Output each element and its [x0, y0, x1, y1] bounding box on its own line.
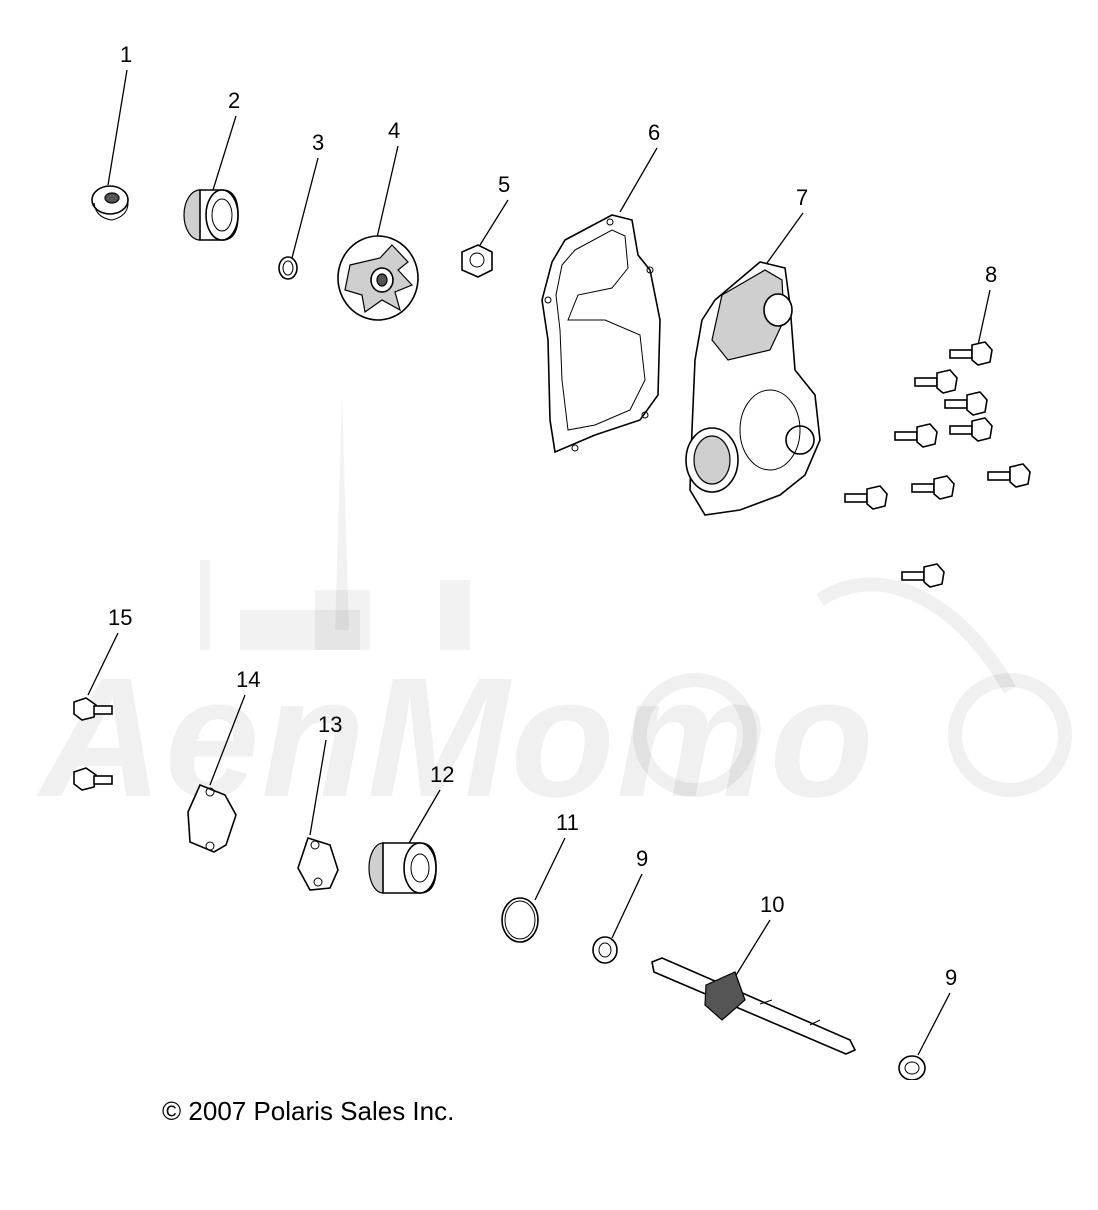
- callout-10: 10: [760, 892, 784, 917]
- callout-4: 4: [388, 118, 400, 143]
- callout-15: 15: [108, 605, 132, 630]
- part-10-shaft: 10: [651, 892, 857, 1055]
- part-6-gasket: 6: [541, 120, 661, 454]
- callout-11: 11: [556, 810, 579, 835]
- part-9-washer-b: 9: [898, 965, 957, 1080]
- part-9-washer-a: 9: [592, 846, 648, 964]
- callout-2: 2: [228, 88, 240, 113]
- callout-12: 12: [430, 762, 454, 787]
- copyright-notice: © 2007 Polaris Sales Inc.: [162, 1096, 454, 1127]
- watermark-motorcycle: [633, 577, 1072, 797]
- part-1-seal: 1: [91, 42, 132, 221]
- callout-13: 13: [318, 712, 342, 737]
- part-3-o-ring: 3: [278, 130, 324, 280]
- part-11-o-ring: 11: [501, 810, 579, 943]
- part-12-cup: 12: [368, 762, 454, 894]
- callout-9a: 9: [636, 846, 648, 871]
- part-8-bolts: 8: [844, 262, 1031, 588]
- part-13-plate: 13: [297, 712, 342, 891]
- callout-7: 7: [796, 185, 808, 210]
- callout-5: 5: [498, 172, 510, 197]
- callout-14: 14: [236, 667, 260, 692]
- part-15-bolts: 15: [73, 605, 132, 791]
- part-5-nut: 5: [461, 172, 510, 278]
- callout-6: 6: [648, 120, 660, 145]
- watermark-skyline: [200, 395, 470, 650]
- part-2-bearing: 2: [183, 88, 240, 241]
- part-4-impeller: 4: [337, 118, 419, 321]
- exploded-view: 1 2 3 4: [73, 42, 1072, 1080]
- callout-1: 1: [120, 42, 132, 67]
- callout-3: 3: [312, 130, 324, 155]
- callout-8: 8: [985, 262, 997, 287]
- part-7-pump-cover: 7: [685, 185, 821, 516]
- copyright-symbol: ©: [162, 1096, 182, 1126]
- copyright-text: 2007 Polaris Sales Inc.: [188, 1096, 455, 1126]
- callout-9b: 9: [945, 965, 957, 990]
- part-14-gasket: 14: [187, 667, 260, 853]
